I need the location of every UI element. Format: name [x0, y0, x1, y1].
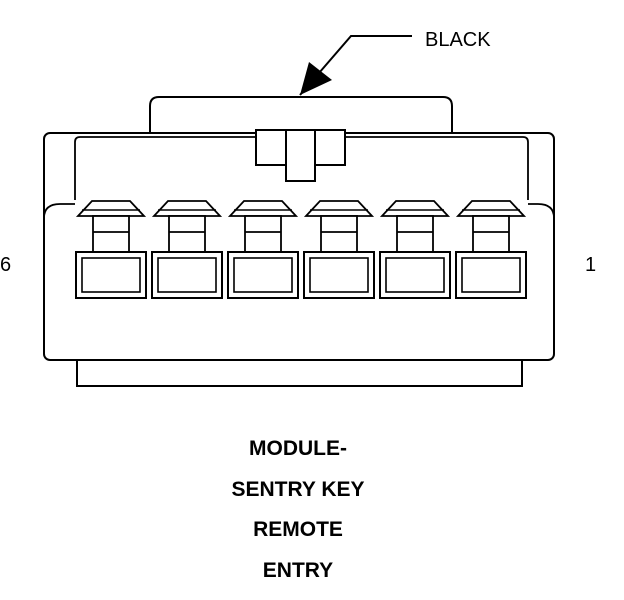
terminal-cavity: [303, 200, 375, 299]
pin-number-right: 1: [585, 254, 596, 276]
cavity-stem: [244, 215, 282, 253]
color-callout: BLACK: [299, 29, 491, 96]
cavity-window-inner: [461, 257, 521, 293]
title-line-2: SENTRY KEY: [231, 478, 364, 501]
cavity-window-inner: [157, 257, 217, 293]
cavity-stem: [472, 215, 510, 253]
cavity-stem: [92, 215, 130, 253]
cavity-window-inner: [81, 257, 141, 293]
left-side-step: [43, 203, 75, 219]
terminal-cavity: [151, 200, 223, 299]
terminal-cavity: [227, 200, 299, 299]
terminal-cavities: [75, 200, 527, 299]
cavity-window-inner: [309, 257, 369, 293]
right-side-step: [528, 203, 555, 219]
cavity-window-inner: [233, 257, 293, 293]
cavity-stem: [396, 215, 434, 253]
title-line-4: ENTRY: [263, 559, 333, 582]
title-line-3: REMOTE: [253, 518, 343, 541]
terminal-cavity: [379, 200, 451, 299]
connector-top-housing: [149, 96, 453, 133]
component-title: MODULE- SENTRY KEY REMOTE ENTRY: [231, 437, 364, 582]
terminal-cavity: [455, 200, 527, 299]
pin-number-left: 6: [0, 254, 11, 276]
locking-tab: [255, 129, 346, 182]
title-line-1: MODULE-: [249, 437, 347, 460]
cavity-window-inner: [385, 257, 445, 293]
terminal-cavity: [75, 200, 147, 299]
callout-arrowhead: [300, 62, 332, 95]
wire-color-label: BLACK: [425, 29, 491, 51]
cavity-stem: [168, 215, 206, 253]
cavity-stem: [320, 215, 358, 253]
